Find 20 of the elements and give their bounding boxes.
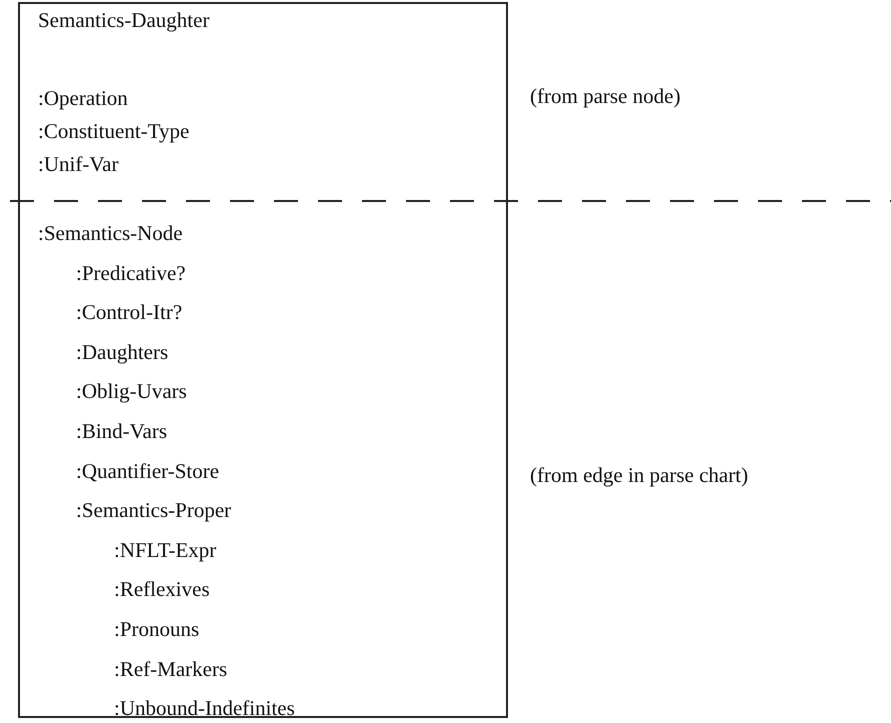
field-name: :Ref-Markers: [114, 656, 228, 682]
field-name: :Pronouns: [114, 616, 200, 642]
field-name: :Semantics-Node: [38, 220, 183, 246]
field-name: :NFLT-Expr: [114, 536, 216, 563]
field-name: :Predicative?: [76, 260, 186, 286]
field-name: :Bind-Vars: [76, 418, 167, 444]
source-note: (from edge in parse chart): [530, 462, 748, 488]
field-name: :Reflexives: [114, 576, 210, 602]
field-name: :Daughters: [76, 338, 168, 365]
source-note: (from parse node): [530, 83, 680, 109]
field-name: :Oblig-Uvars: [76, 378, 187, 404]
field-name: :Operation: [38, 85, 128, 111]
field-name: :Semantics-Proper: [76, 497, 232, 524]
record-box: [18, 2, 508, 718]
field-name: :Unbound-Indefinites: [114, 695, 295, 722]
record-title: Semantics-Daughter: [38, 7, 210, 33]
field-name: :Quantifier-Store: [76, 458, 220, 484]
field-name: :Control-Itr?: [76, 299, 182, 326]
field-name: :Unif-Var: [38, 151, 118, 177]
field-name: :Constituent-Type: [38, 118, 190, 144]
